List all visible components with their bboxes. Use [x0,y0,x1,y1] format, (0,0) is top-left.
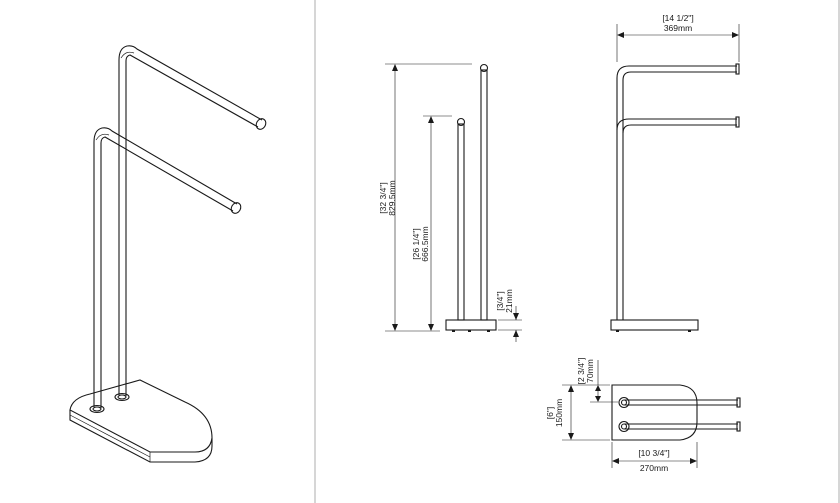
arrow-offset-top [595,385,601,391]
top-rail-b-cap [736,421,741,432]
total-height-mm: 829.5mm [387,180,397,215]
side-short-post [457,123,465,321]
arrow-length-left [612,458,619,464]
top-post-b-ring [618,420,630,433]
arrow-width-left [617,32,624,38]
side-tall-cap [479,63,489,73]
arrow-offset-bottom [595,396,601,402]
base-top-surface [69,379,213,453]
arrow-base-bottom [513,330,519,337]
front-foot-b [688,330,691,332]
lower-bar-inch: [26 1/4"] [411,228,421,259]
offset-inch: [2 3/4"] [576,358,586,385]
side-foot-c [487,330,490,332]
top-post-a [620,399,628,406]
rear-arm-cap [255,118,267,130]
socket-back-inner [117,394,127,400]
arrow-total-top [392,64,398,71]
side-base [445,319,497,331]
offset-mm: 70mm [585,359,595,383]
front-arm-cap [230,202,242,214]
arrow-depth-bottom [568,433,574,440]
base-depth-mm: 150mm [554,399,564,427]
arrow-lower-bottom [428,324,434,331]
side-foot-a [452,330,455,332]
rear-post-inner [125,54,259,396]
base-length-mm: 270mm [640,463,668,473]
top-view: [6"] 150mm [2 3/4"] 70mm [10 3/4"] 270mm [545,358,741,473]
front-post-inner [100,136,234,408]
arrow-length-right [690,458,697,464]
width-mm: 369mm [664,23,692,33]
side-short-cap [456,117,466,127]
front-view: [14 1/2"] 369mm [610,13,740,332]
front-upper-outer [616,65,737,320]
front-bend-highlight [95,133,110,141]
front-lower-outer [616,118,737,131]
arrow-width-right [732,32,739,38]
front-foot-a [616,330,619,332]
front-lower-cap [735,116,740,128]
front-upper-inner [622,71,737,320]
socket-back [114,392,130,402]
top-rail-a-cap [736,397,741,408]
base-thick-mm: 21mm [504,289,514,313]
base-thick-inch: [3/4"] [495,291,505,311]
rear-post-outer [118,45,263,395]
width-inch: [14 1/2"] [662,13,693,23]
arrow-lower-top [428,116,434,123]
side-view: [32 3/4"] 829.5mm [26 1/4"] 666.5mm [3/4… [378,63,522,342]
lower-bar-mm: 666.5mm [420,226,430,261]
rear-bend-highlight [120,51,135,59]
top-post-b [620,423,628,430]
socket-front-inner [92,406,102,412]
total-height-inch: [32 3/4"] [378,182,388,213]
isometric-view [69,45,267,463]
arrow-depth-top [568,385,574,392]
top-base-outline [611,384,698,441]
side-tall-post [480,69,488,321]
base-length-inch: [10 3/4"] [638,448,669,458]
front-post-outer [93,127,238,407]
front-lower-inner [622,124,737,134]
front-base [610,319,699,331]
top-post-a-ring [618,396,630,409]
arrow-total-bottom [392,324,398,331]
base-front-edge [69,410,213,463]
socket-front [89,404,105,414]
front-upper-cap [735,63,740,75]
base-depth-inch: [6"] [545,407,555,419]
arrow-base-top [513,313,519,320]
base-chamfer [69,414,151,458]
side-foot-b [468,330,471,332]
